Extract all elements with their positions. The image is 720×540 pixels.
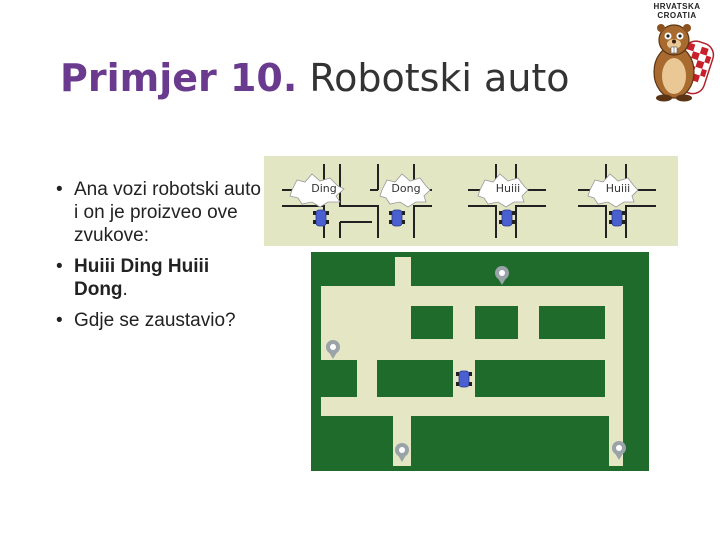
logo-text-line2: CROATIA [657,11,697,20]
car-icon [313,209,329,227]
bullet-item: Ana vozi robotski auto i on je proizveo … [56,178,266,247]
location-marker-icon [326,340,340,359]
bullet-text-1: Ana vozi robotski auto i on je proizveo … [74,179,261,246]
intersection-huiii-1: Huiii [460,156,560,246]
bullet-text-2-bold: Huiii Ding Huiii Dong [74,256,210,300]
intersection-huiii-2: Huiii [570,156,670,246]
location-marker-icon [395,443,409,462]
location-marker-icon [612,441,626,460]
logo-text-line1: HRVATSKA [653,2,701,11]
beaver-logo: HRVATSKA CROATIA [638,0,720,105]
intersection-graphic [282,164,372,238]
intersection-graphic [468,164,546,238]
beaver-icon [653,24,715,102]
car-icon [499,209,515,227]
slide-title-text: Robotski auto [297,56,570,100]
maze-walls [311,252,649,471]
intersection-ding: Ding [278,156,378,246]
car-icon [456,370,472,388]
bullet-item: Gdje se zaustavio? [56,309,266,332]
location-marker-icon [495,266,509,285]
slide-title: Primjer 10. Robotski auto [60,52,570,104]
sound-label: Dong [391,182,421,195]
sound-label: Ding [311,182,337,195]
bullet-text-3: Gdje se zaustavio? [74,310,236,331]
bullet-item: Huiii Ding Huiii Dong. [56,255,266,301]
intersection-graphic [370,164,432,238]
bullet-list: Ana vozi robotski auto i on je proizveo … [56,178,266,340]
car-icon [389,209,405,227]
maze-graphic [311,252,649,471]
bullet-text-2-end: . [122,279,128,300]
intersection-dong: Dong [366,156,466,246]
sound-label: Huiii [495,182,521,195]
sound-label: Huiii [605,182,631,195]
sound-panel: Ding Dong [264,156,678,246]
car-icon [609,209,625,227]
intersection-graphic [578,164,656,238]
maze-map [311,252,649,471]
slide-title-number: Primjer 10. [60,56,298,100]
